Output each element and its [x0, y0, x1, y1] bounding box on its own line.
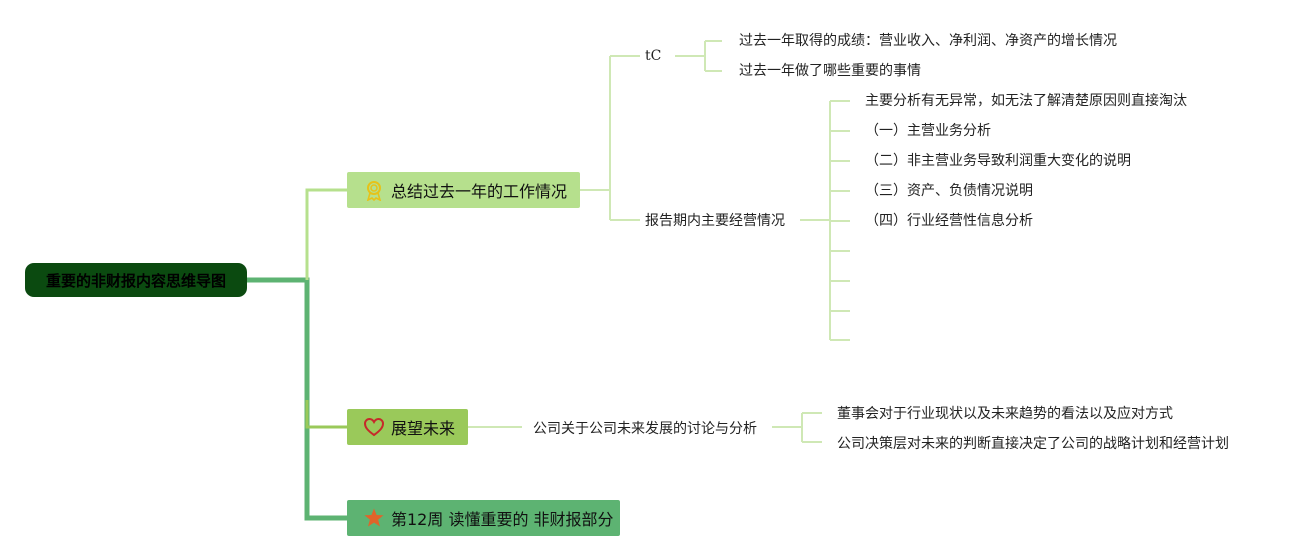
leaf-non-main-business[interactable]: （二）非主营业务导致利润重大变化的说明	[865, 153, 1131, 169]
leaf-achievements[interactable]: 过去一年取得的成绩：营业收入、净利润、净资产的增长情况	[739, 33, 1117, 49]
leaf-main-business[interactable]: （一）主营业务分析	[865, 123, 991, 139]
branch-week12[interactable]: 第12周 读懂重要的 非财报部分	[347, 500, 620, 536]
leaf-assets-liabilities[interactable]: （三）资产、负债情况说明	[865, 183, 1033, 199]
root-label: 重要的非财报内容思维导图	[45, 271, 226, 290]
node-tc[interactable]: tC	[645, 48, 662, 64]
root-node[interactable]: 重要的非财报内容思维导图	[25, 263, 247, 297]
branch-label: 第12周 读懂重要的 非财报部分	[391, 510, 614, 529]
leaf-industry-info[interactable]: （四）行业经营性信息分析	[865, 213, 1033, 229]
star-icon	[363, 507, 385, 529]
heart-icon	[363, 416, 385, 438]
leaf-important-things[interactable]: 过去一年做了哪些重要的事情	[739, 63, 921, 79]
branch-label: 展望未来	[391, 419, 456, 438]
leaf-decision-layer[interactable]: 公司决策层对未来的判断直接决定了公司的战略计划和经营计划	[837, 436, 1229, 452]
award-ribbon-icon	[363, 179, 385, 201]
leaf-board-view[interactable]: 董事会对于行业现状以及未来趋势的看法以及应对方式	[837, 406, 1173, 422]
leaf-anomaly-analysis[interactable]: 主要分析有无异常，如无法了解清楚原因则直接淘汰	[865, 93, 1187, 109]
branch-summary-past-year[interactable]: 总结过去一年的工作情况	[347, 172, 580, 208]
branch-label: 总结过去一年的工作情况	[391, 182, 568, 201]
branch-outlook[interactable]: 展望未来	[347, 409, 468, 445]
node-main-operations[interactable]: 报告期内主要经营情况	[645, 213, 785, 229]
node-future-discussion[interactable]: 公司关于公司未来发展的讨论与分析	[533, 421, 757, 437]
